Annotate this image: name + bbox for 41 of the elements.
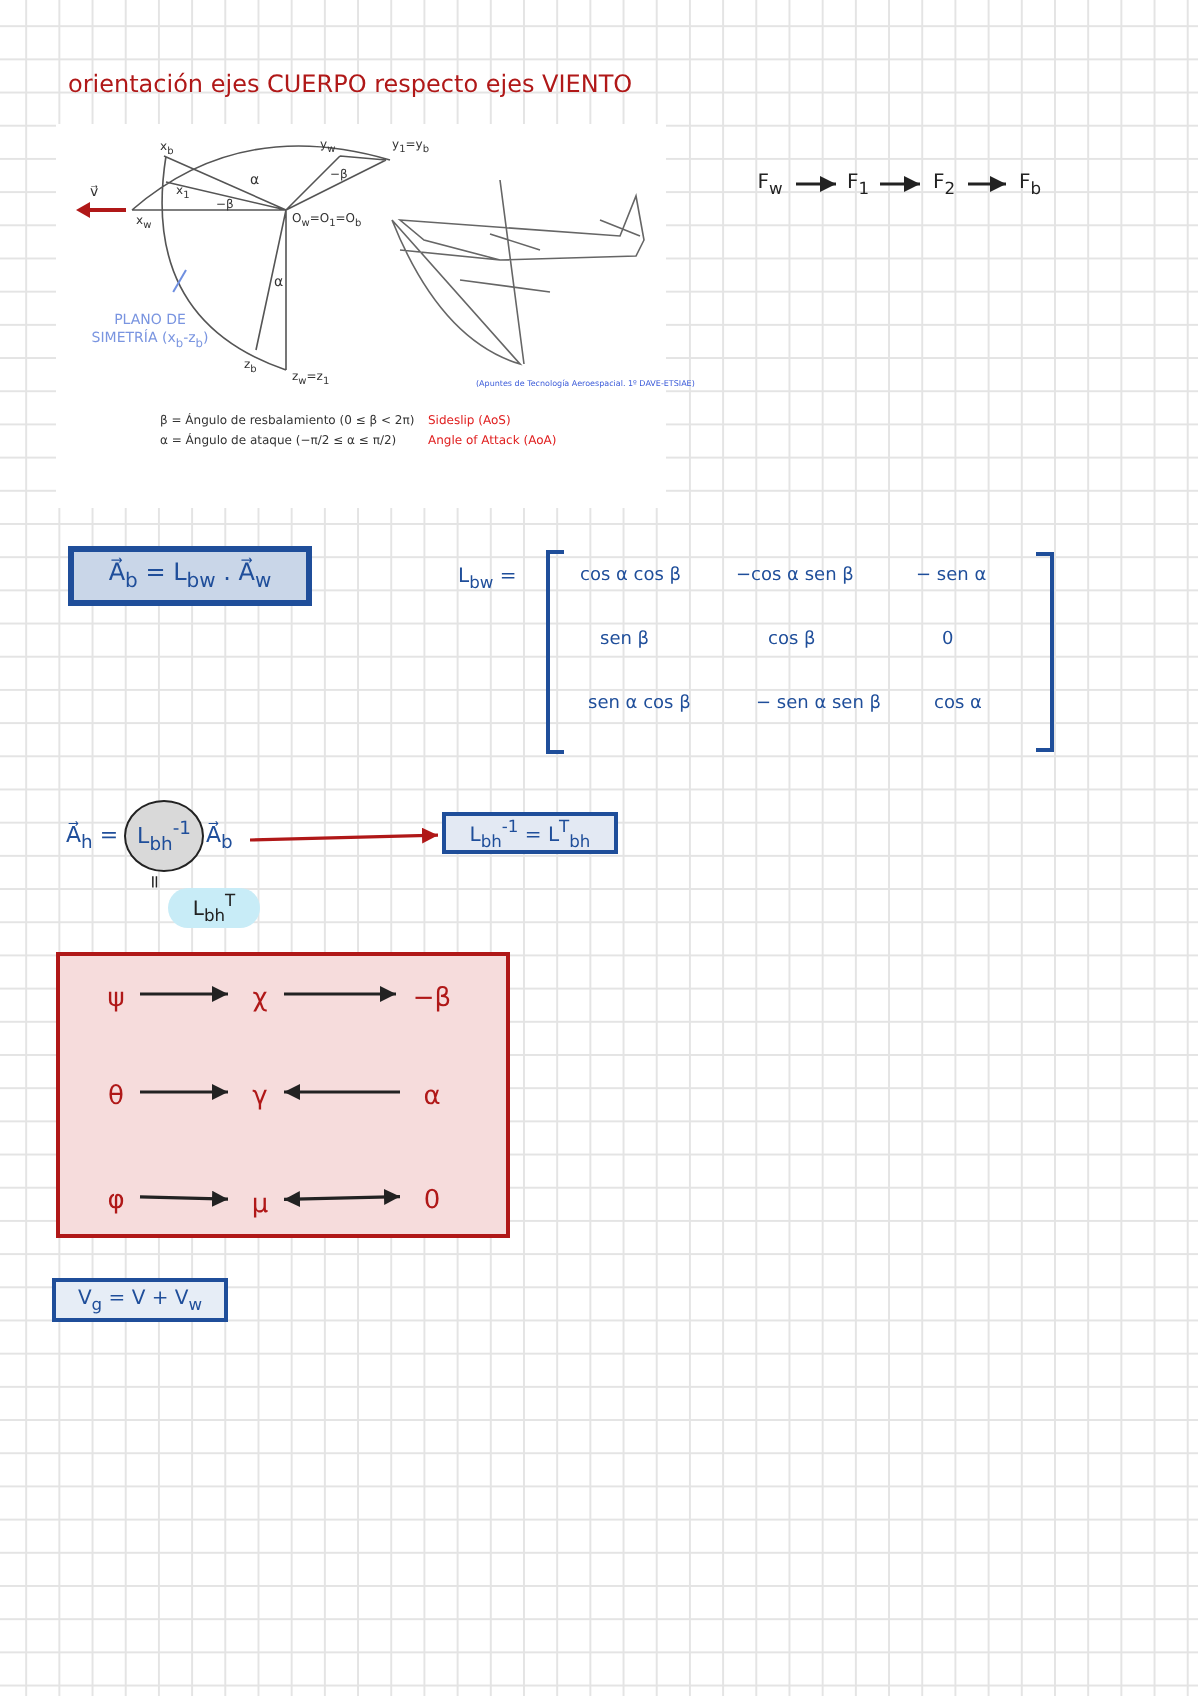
arrow [140,1084,228,1100]
matrix-entry: sen α cos β [588,696,691,716]
matrix-entry: cos α [934,696,982,716]
arrow [284,1084,400,1100]
arrow [140,986,228,1002]
frame-symbol: F$_{w}$ [748,168,792,200]
angle-symbol: γ [236,1076,284,1116]
arrow [249,827,439,844]
angle-symbol: χ [236,978,284,1018]
matrix-entry: −cos α sen β [736,568,854,588]
angle-symbol: μ [236,1184,284,1224]
angle-symbol: θ [92,1076,140,1116]
angle-symbol: −β [404,978,460,1018]
arrow [880,176,920,192]
equals-sign: = [141,874,162,890]
matrix-entry: − sen α sen β [756,696,882,716]
angle-symbol: 0 [408,1180,456,1220]
arrow [139,1190,229,1207]
frame-symbol: F$_{1}$ [840,168,876,200]
equation-box: A⃗$_{b}$ = L$_{bw}$ . A⃗$_{w}$ [68,546,312,606]
matrix-entry: 0 [942,632,954,652]
arrow [796,176,836,192]
arrow [283,1189,401,1207]
leader-line [172,269,187,293]
matrix-entry: − sen α [916,568,987,588]
matrix-entry: cos α cos β [580,568,682,588]
matrix-name: L$_{bw}$ = [458,566,517,593]
equation-box: V$_{g}$ = V + V$_{w}$ [52,1278,228,1322]
equation-term: A⃗$_{b}$ [206,824,233,855]
angle-symbol: ψ [92,978,140,1018]
angle-symbol: α [408,1076,456,1116]
angle-symbol: φ [92,1180,140,1220]
frame-symbol: F$_{2}$ [924,168,964,200]
arrow [284,986,396,1002]
matrix-entry: sen β [600,632,650,652]
frame-symbol: F$_{b}$ [1010,168,1050,200]
page-title: orientación ejes CUERPO respecto ejes VIENTO [68,72,633,99]
equation-term: A⃗$_{h}$ = [66,824,119,855]
matrix-entry: cos β [768,632,816,652]
arrow [968,176,1006,192]
mapping-panel [56,952,510,1238]
